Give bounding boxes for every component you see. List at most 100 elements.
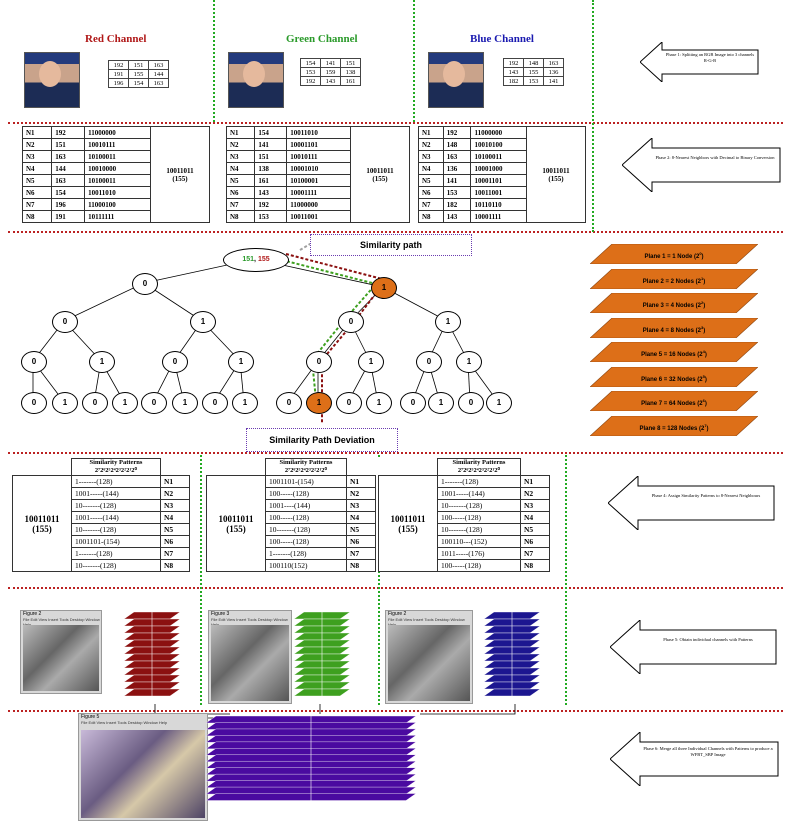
phase-arrow [610,620,777,674]
column-divider [565,455,567,705]
pattern-row: 10011011(155)1-------(128)N1 [378,475,550,572]
center-pixel: 10011011(155) [350,126,410,223]
phase-2-label: Phase 2: 8-Nearest Neighbors with Decima… [655,155,775,160]
center-pixel: 10011011(155) [206,475,266,572]
portrait-image [24,52,80,108]
pattern-row: 100-----(128)N8 [379,559,550,572]
plane-6: Plane 6 = 32 Nodes (25) [590,366,758,387]
tree-node: 1 [232,392,258,414]
tree-node: 1 [366,392,392,414]
tree-node: 0 [400,392,426,414]
plane-4: Plane 4 = 8 Nodes (23) [590,317,758,338]
figure-image [211,625,289,701]
tree-node: 1 [456,351,482,373]
tree-node: 0 [416,351,442,373]
plane-8: Plane 8 = 128 Nodes (27) [590,415,758,436]
pattern-row: 100-----(128)N4 [379,511,550,524]
tree-node: 0 [52,311,78,333]
phase-4-label: Phase 4: Assign Similarity Patterns to 8… [651,493,761,498]
phase-6-label: Phase 6: Merge all three Individual Chan… [643,746,773,757]
center-pixel: 10011011(155) [378,475,438,572]
tree-node: 1 [306,392,332,414]
section-divider [8,231,783,233]
tree-node: 0 [21,392,47,414]
tree-node: 0 [276,392,302,414]
pattern-row: 1001-----(144)N2 [13,487,190,500]
tree-node: 0 [82,392,108,414]
pattern-row: 100110(152)N8 [207,559,376,572]
plane-2: Plane 2 = 2 Nodes (21) [590,268,758,289]
tree-node: 0 [141,392,167,414]
tree-node: 0 [162,351,188,373]
pattern-row: 1011-----(176)N7 [379,547,550,560]
tree-node: 1 [112,392,138,414]
pattern-row: 10011011(155)1-------(128)N1 [12,475,190,572]
similarity-path-deviation-callout: Similarity Path Deviation [246,428,398,452]
portrait-image [428,52,484,108]
phase-5-label: Phase 5: Obtain individual channels with… [663,637,753,642]
plane-3: Plane 3 = 4 Nodes (22) [590,293,758,313]
phase-arrow [610,732,779,786]
tree-node: 1 [435,311,461,333]
column-divider [378,455,380,705]
tree-node: 0 [306,351,332,373]
red-channel-planes [123,608,181,700]
section-divider [8,122,783,124]
binary-tree [32,237,499,424]
plane-1: Plane 1 = 1 Node (20) [590,244,758,264]
tree-node: 1 [172,392,198,414]
center-pixel: 10011011(155) [12,475,72,572]
column-divider [592,0,594,232]
tree-node: 1 [190,311,216,333]
phase-arrow [608,476,775,530]
tree-node: 1 [486,392,512,414]
tree-root-node: 151, 155 [223,248,289,272]
column-divider [213,0,215,122]
pattern-row: 1001-----(144)N4 [13,511,190,524]
figure-image [388,625,470,701]
green-channel-planes [293,608,351,700]
phase-arrow [622,138,781,192]
portrait-image [228,52,284,108]
figure-title: Figure 2 [23,611,42,617]
figure-title: Figure 5 [81,714,100,720]
pattern-row: 10-------(128)N8 [13,559,190,572]
section-divider [8,587,783,589]
pattern-row: 10-------(128)N5 [207,523,376,536]
figure-window: Figure 2 File Edit View Insert Tools Des… [385,610,473,704]
figure-menu: File Edit View Insert Tools Desktop Wind… [211,617,288,627]
tree-edge [63,282,145,322]
figure-image [81,730,205,818]
figure-menu: File Edit View Insert Tools Desktop Wind… [388,617,465,627]
figure-title: Figure 2 [388,611,407,617]
section-divider [8,710,783,712]
tree-node: 1 [371,277,397,299]
plane-5: Plane 5 = 16 Nodes (24) [590,342,758,362]
tree-node: 1 [228,351,254,373]
channel-title: Green Channel [286,33,358,45]
center-pixel: 10011011(155) [150,126,210,223]
